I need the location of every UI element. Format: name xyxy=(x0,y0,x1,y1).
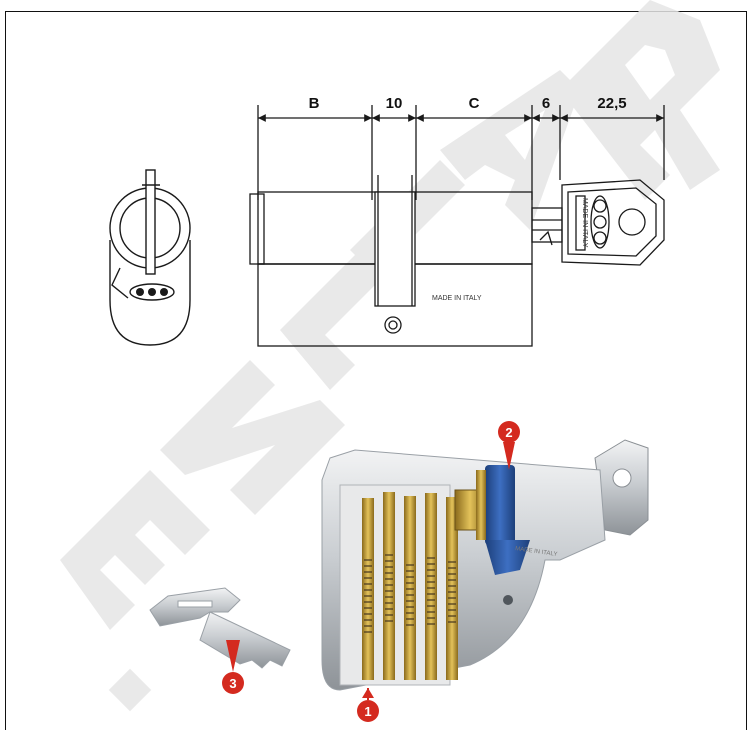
callout-3: 3 xyxy=(222,640,244,694)
figure-frame xyxy=(5,11,747,730)
callout-1: 1 xyxy=(357,688,379,722)
dimension-label-22-5: 22,5 xyxy=(597,95,626,112)
pin-stack xyxy=(362,492,458,680)
key-engraving: MADE IN ITALY xyxy=(581,198,588,248)
end-view-drawing xyxy=(109,169,191,346)
svg-text:3: 3 xyxy=(229,676,236,691)
watermark xyxy=(60,0,720,712)
svg-text:2: 2 xyxy=(505,425,512,440)
dimension-label-10: 10 xyxy=(386,95,403,112)
body-engraving: MADE IN ITALY xyxy=(432,295,482,302)
render-engraving: MADE IN ITALY xyxy=(515,546,558,558)
cylinder-cutaway-render: MADE IN ITALY xyxy=(321,439,649,691)
dimension-label-6: 6 xyxy=(542,95,550,112)
dimension-label-b: B xyxy=(309,95,320,112)
cam-clutch xyxy=(476,465,530,575)
key-render xyxy=(149,587,291,669)
side-view-drawing xyxy=(249,105,665,347)
dimension-label-c: C xyxy=(469,95,480,112)
callout-2: 2 xyxy=(498,421,520,470)
svg-text:1: 1 xyxy=(364,704,371,719)
